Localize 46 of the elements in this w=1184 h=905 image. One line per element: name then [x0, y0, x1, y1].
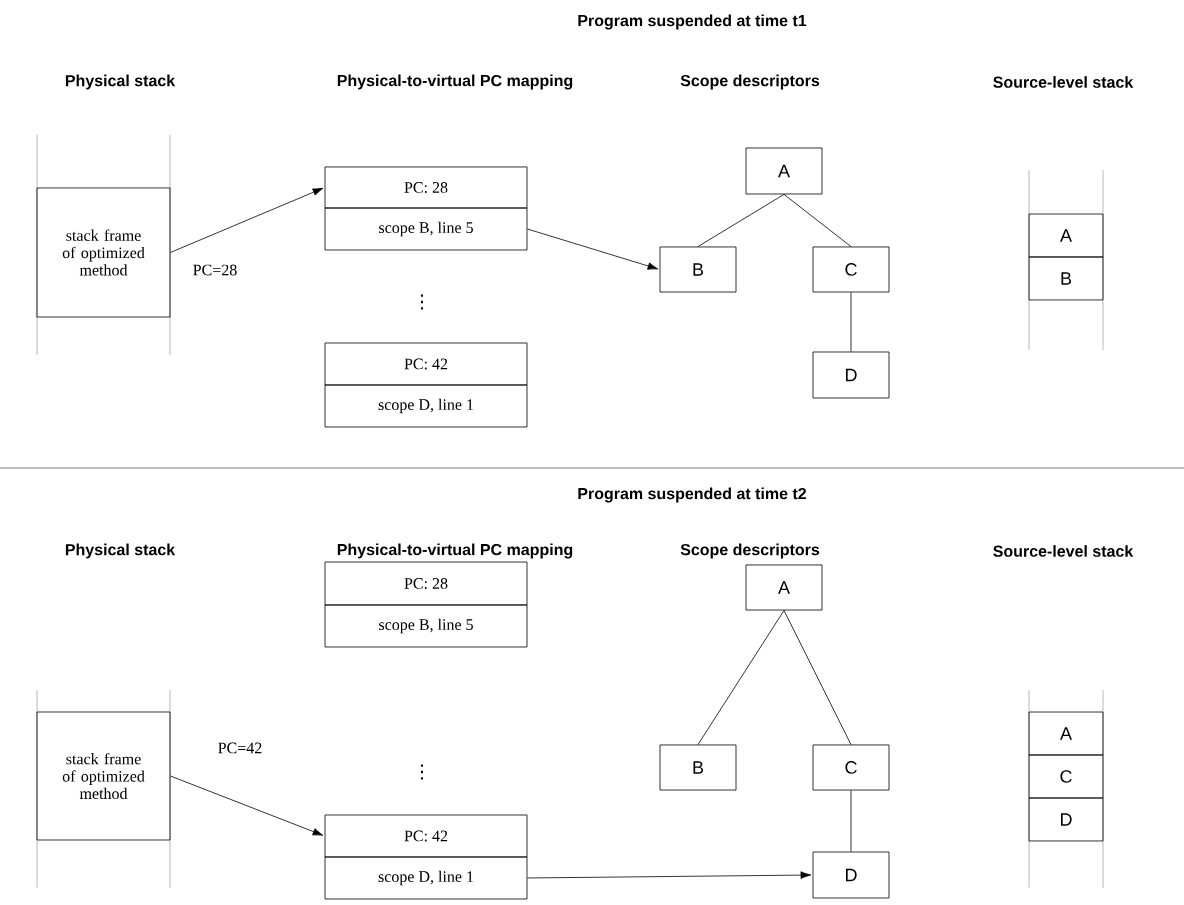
ellipsis: ⋮	[421, 294, 423, 310]
scope-box: D	[812, 351, 890, 399]
mapping-box: PC: 42	[324, 814, 528, 858]
stack-frame-box: stack frame of optimized method	[36, 187, 171, 318]
column-header: Scope descriptors	[680, 74, 820, 90]
mapping-box: PC: 42	[324, 342, 528, 386]
scope-box: B	[659, 246, 737, 293]
arrow	[527, 871, 812, 879]
tree-line	[697, 194, 785, 247]
arrow	[170, 775, 324, 836]
mapping-box: PC: 28	[324, 166, 528, 209]
tree-line	[850, 292, 852, 352]
column-header: Physical stack	[65, 74, 176, 90]
scope-box: C	[812, 744, 890, 791]
arrow	[170, 187, 324, 253]
tree-line	[783, 194, 852, 247]
column-header: Source-level stack	[993, 76, 1134, 88]
mapping-box: scope D, line 1	[324, 384, 528, 428]
scope-box: D	[812, 851, 890, 899]
tree-line	[697, 610, 785, 745]
column-header: Source-level stack	[993, 545, 1134, 557]
tree-line	[783, 610, 852, 745]
arrow	[527, 228, 659, 270]
mapping-box: scope D, line 1	[324, 856, 528, 900]
stack-frame-box: stack frame of optimized method	[36, 711, 171, 841]
mapping-box: scope B, line 5	[324, 207, 528, 251]
scope-box: A	[1028, 711, 1104, 756]
column-header: Physical-to-virtual PC mapping	[337, 543, 573, 559]
scope-box: C	[812, 246, 890, 293]
scope-box: A	[745, 147, 823, 195]
scope-box: A	[745, 564, 823, 611]
scope-box: C	[1028, 754, 1104, 799]
scope-box: B	[1028, 256, 1104, 301]
scope-box: B	[659, 744, 737, 791]
edge-label: PC=28	[191, 263, 239, 277]
column-header: Physical stack	[65, 543, 176, 559]
panel-title: Program suspended at time t2	[578, 487, 807, 503]
ellipsis: ⋮	[421, 764, 423, 780]
edge-label: PC=42	[216, 741, 264, 755]
column-header: Physical-to-virtual PC mapping	[337, 74, 573, 90]
tree-line	[850, 790, 852, 852]
scope-box: D	[1028, 797, 1104, 842]
panel-title: Program suspended at time t1	[578, 14, 807, 30]
scope-box: A	[1028, 213, 1104, 258]
mapping-box: scope B, line 5	[324, 604, 528, 648]
mapping-box: PC: 28	[324, 561, 528, 606]
